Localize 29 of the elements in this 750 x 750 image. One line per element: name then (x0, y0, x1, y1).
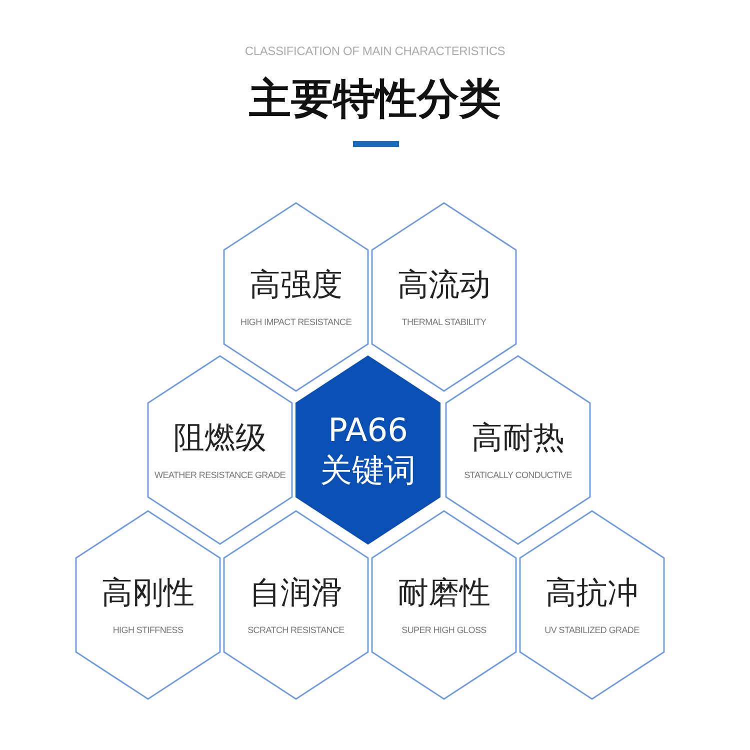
subtitle: CLASSIFICATION OF MAIN CHARACTERISTICS (244, 44, 506, 58)
feature-subtitle: HIGH IMPACT RESISTANCE (240, 317, 352, 327)
hexagon (75, 510, 221, 700)
hexagon (223, 510, 369, 700)
feature-subtitle: UV STABILIZED GRADE (544, 625, 640, 635)
feature-label: 耐磨性 (396, 574, 492, 612)
feature-label: 高耐热 (470, 419, 566, 457)
feature-subtitle: SUPER HIGH GLOSS (400, 625, 488, 635)
center-hexagon (295, 355, 441, 545)
keyword-title: PA66 (327, 411, 409, 449)
hexagon (445, 355, 591, 545)
hexagon (371, 202, 517, 392)
feature-subtitle: SCRATCH RESISTANCE (246, 625, 346, 635)
feature-subtitle: STATICALLY CONDUCTIVE (463, 470, 573, 480)
feature-label: 高刚性 (100, 574, 196, 612)
hexagon (371, 510, 517, 700)
feature-label: 阻燃级 (172, 419, 268, 457)
hexagon (223, 202, 369, 392)
feature-subtitle: HIGH STIFFNESS (112, 625, 184, 635)
feature-label: 高强度 (248, 266, 344, 304)
feature-label: 高流动 (396, 266, 492, 304)
feature-subtitle: THERMAL STABILITY (400, 317, 488, 327)
feature-label: 高抗冲 (544, 574, 640, 612)
feature-subtitle: WEATHER RESISTANCE GRADE (154, 470, 286, 480)
keyword-label: 关键词 (319, 451, 417, 489)
title: 主要特性分类 (248, 73, 502, 125)
hexagon (519, 510, 665, 700)
feature-label: 自润滑 (248, 574, 344, 612)
hexagon (147, 355, 293, 545)
